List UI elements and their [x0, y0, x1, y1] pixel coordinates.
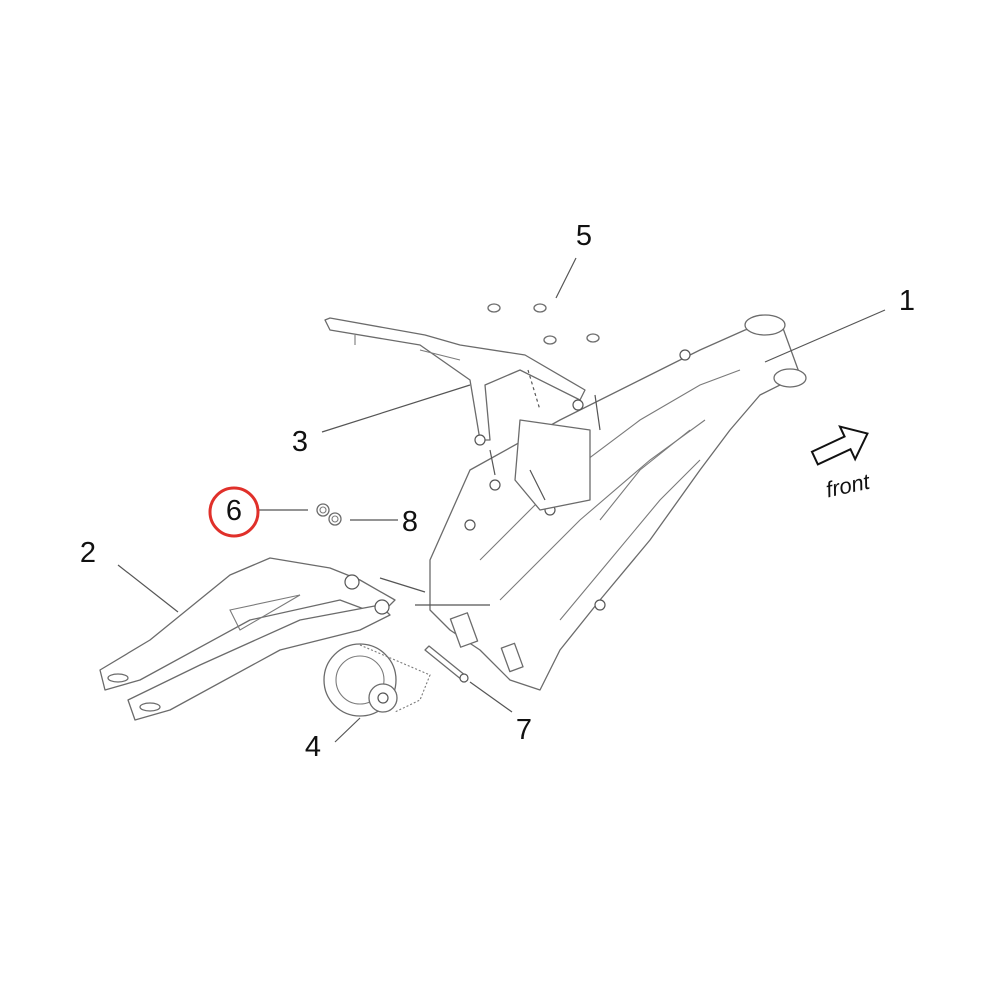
callout-3[interactable]: 3: [292, 426, 308, 458]
callout-1[interactable]: 1: [899, 285, 915, 317]
front-arrow-icon: [810, 425, 869, 466]
sprocket-chain-part-4[interactable]: [323, 643, 431, 717]
highlight-circle: [208, 486, 260, 538]
callout-6[interactable]: 6: [226, 495, 242, 527]
swingarm-part-2[interactable]: [99, 557, 490, 721]
axle-part-7[interactable]: [424, 645, 469, 683]
washer-part-8[interactable]: [328, 512, 342, 526]
rear-subframe-part-3[interactable]: [324, 317, 601, 511]
callout-5[interactable]: 5: [576, 220, 592, 252]
callout-8[interactable]: 8: [402, 506, 418, 538]
nut-part-6[interactable]: [316, 503, 330, 517]
callout-7[interactable]: 7: [516, 714, 532, 746]
callout-4[interactable]: 4: [305, 731, 321, 763]
front-label: front: [824, 469, 873, 503]
callout-2[interactable]: 2: [80, 537, 96, 569]
leader-lines: [117, 257, 886, 743]
bolts-part-5[interactable]: [487, 303, 600, 345]
